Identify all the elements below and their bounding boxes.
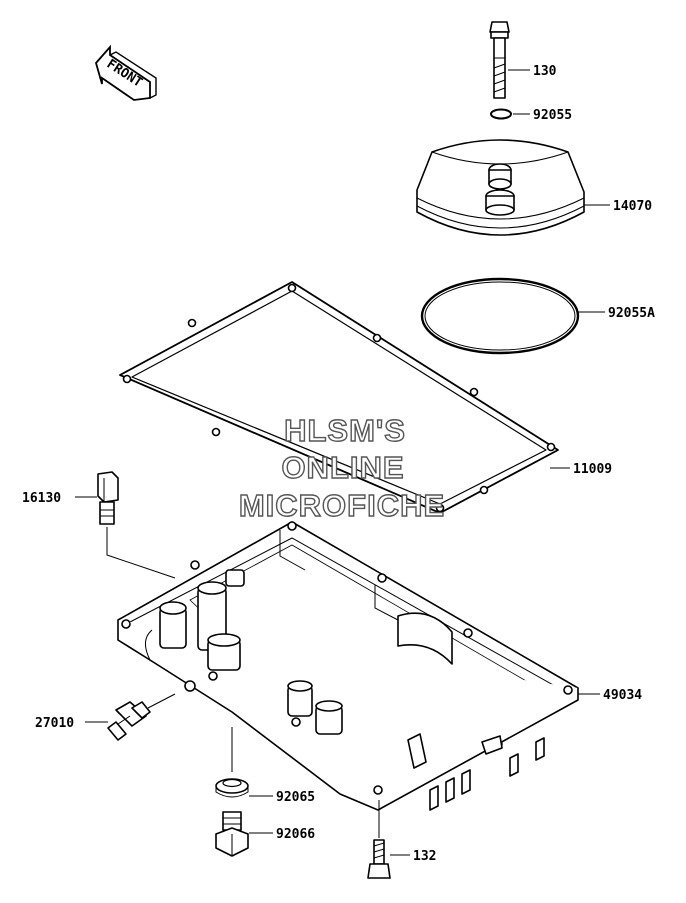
front-arrow: FRONT [95, 44, 157, 101]
drain-plug-92066 [215, 811, 249, 857]
callout-92055a: 92055A [608, 306, 655, 321]
washer-92065 [215, 778, 249, 798]
watermark-line3: MICROFICHE [239, 488, 445, 523]
watermark-line2: ONLINE [281, 450, 404, 485]
leader-16130-install [106, 527, 176, 579]
watermark-line1: HLSM'S [284, 413, 406, 448]
callout-14070: 14070 [613, 199, 652, 214]
fitting-16130 [97, 471, 119, 525]
callout-130: 130 [533, 64, 557, 79]
oring-92055 [490, 108, 512, 120]
callout-11009: 11009 [573, 462, 612, 477]
oring-92055a [420, 277, 580, 355]
bolt-130 [489, 21, 510, 99]
gasket-11009 [119, 281, 559, 514]
bolt-132 [367, 839, 391, 879]
switch-27010 [107, 701, 151, 741]
callout-49034: 49034 [603, 688, 642, 703]
callout-92065: 92065 [276, 790, 315, 805]
callout-16130: 16130 [22, 491, 61, 506]
callout-92066: 92066 [276, 827, 315, 842]
oil-cooler-cover-14070 [416, 139, 585, 236]
watermark: HLSM'S ONLINE MICROFICHE [238, 412, 445, 523]
callout-132: 132 [413, 849, 436, 864]
oil-pan-49034 [117, 521, 579, 811]
callout-92055: 92055 [533, 108, 572, 123]
callout-27010: 27010 [35, 716, 74, 731]
leader-27010-install [147, 693, 176, 709]
